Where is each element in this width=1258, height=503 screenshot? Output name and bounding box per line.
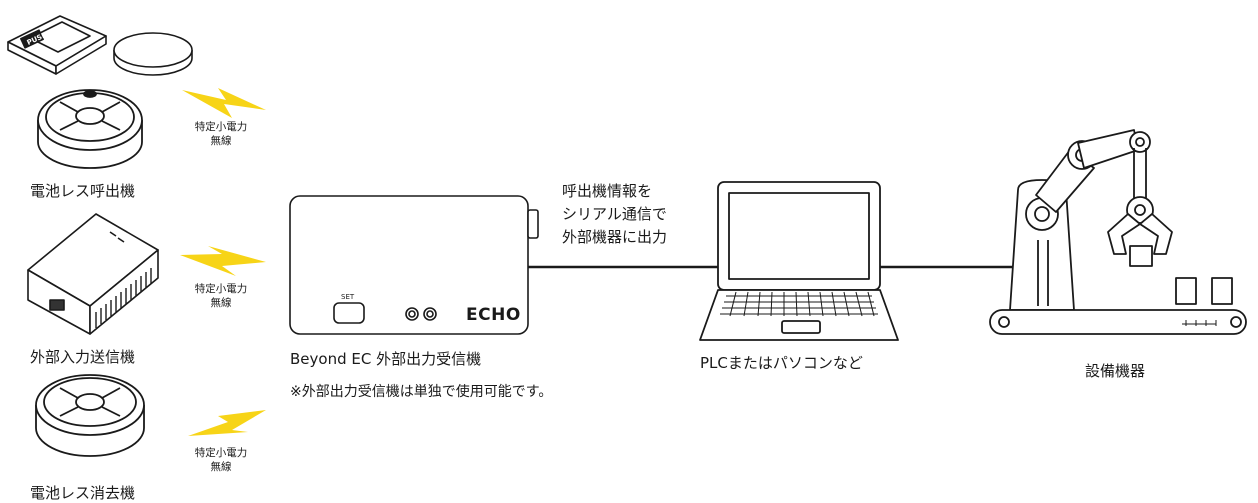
radio-label-3: 特定小電力 無線 <box>176 446 266 474</box>
radio-label-line2: 無線 <box>210 461 232 473</box>
brand-logo: ECHO <box>466 305 521 325</box>
lightning-bolt-icon <box>182 88 266 118</box>
round-disc <box>113 32 193 76</box>
laptop-icon <box>699 181 899 341</box>
call-button-icon <box>37 89 143 169</box>
receiver-caption: Beyond EC 外部出力受信機 <box>290 350 482 368</box>
lightning-bolt-icon <box>188 410 266 436</box>
receiver-unit <box>289 195 539 335</box>
radio-label-line1: 特定小電力 <box>194 447 248 459</box>
push-sensor-pad: PUSH <box>7 15 107 75</box>
radio-label-1: 特定小電力 無線 <box>176 120 266 148</box>
radio-label-line2: 無線 <box>210 297 232 309</box>
set-button-label: SET <box>341 293 355 301</box>
receiver-note: ※外部出力受信機は単独で使用可能です。 <box>290 384 553 400</box>
link-message-line3: 外部機器に出力 <box>562 228 668 246</box>
radio-label-2: 特定小電力 無線 <box>176 282 266 310</box>
link-message-line2: シリアル通信で <box>562 205 667 223</box>
radio-label-line1: 特定小電力 <box>194 121 248 133</box>
radio-label-line2: 無線 <box>210 135 232 147</box>
equipment-caption: 設備機器 <box>1085 362 1146 380</box>
radio-label-line1: 特定小電力 <box>194 283 248 295</box>
link-message: 呼出機情報を シリアル通信で 外部機器に出力 <box>562 180 667 249</box>
lightning-bolt-icon <box>180 246 266 276</box>
call-unit-label: 電池レス呼出機 <box>30 182 136 200</box>
transmitter-label: 外部入力送信機 <box>30 348 136 366</box>
transmitter-box <box>27 213 159 335</box>
cancel-button-icon <box>35 374 145 457</box>
robot-arm-icon <box>989 129 1247 335</box>
pc-caption: PLCまたはパソコンなど <box>700 354 863 372</box>
cancel-unit-label: 電池レス消去機 <box>30 484 136 502</box>
link-message-line1: 呼出機情報を <box>562 182 653 200</box>
